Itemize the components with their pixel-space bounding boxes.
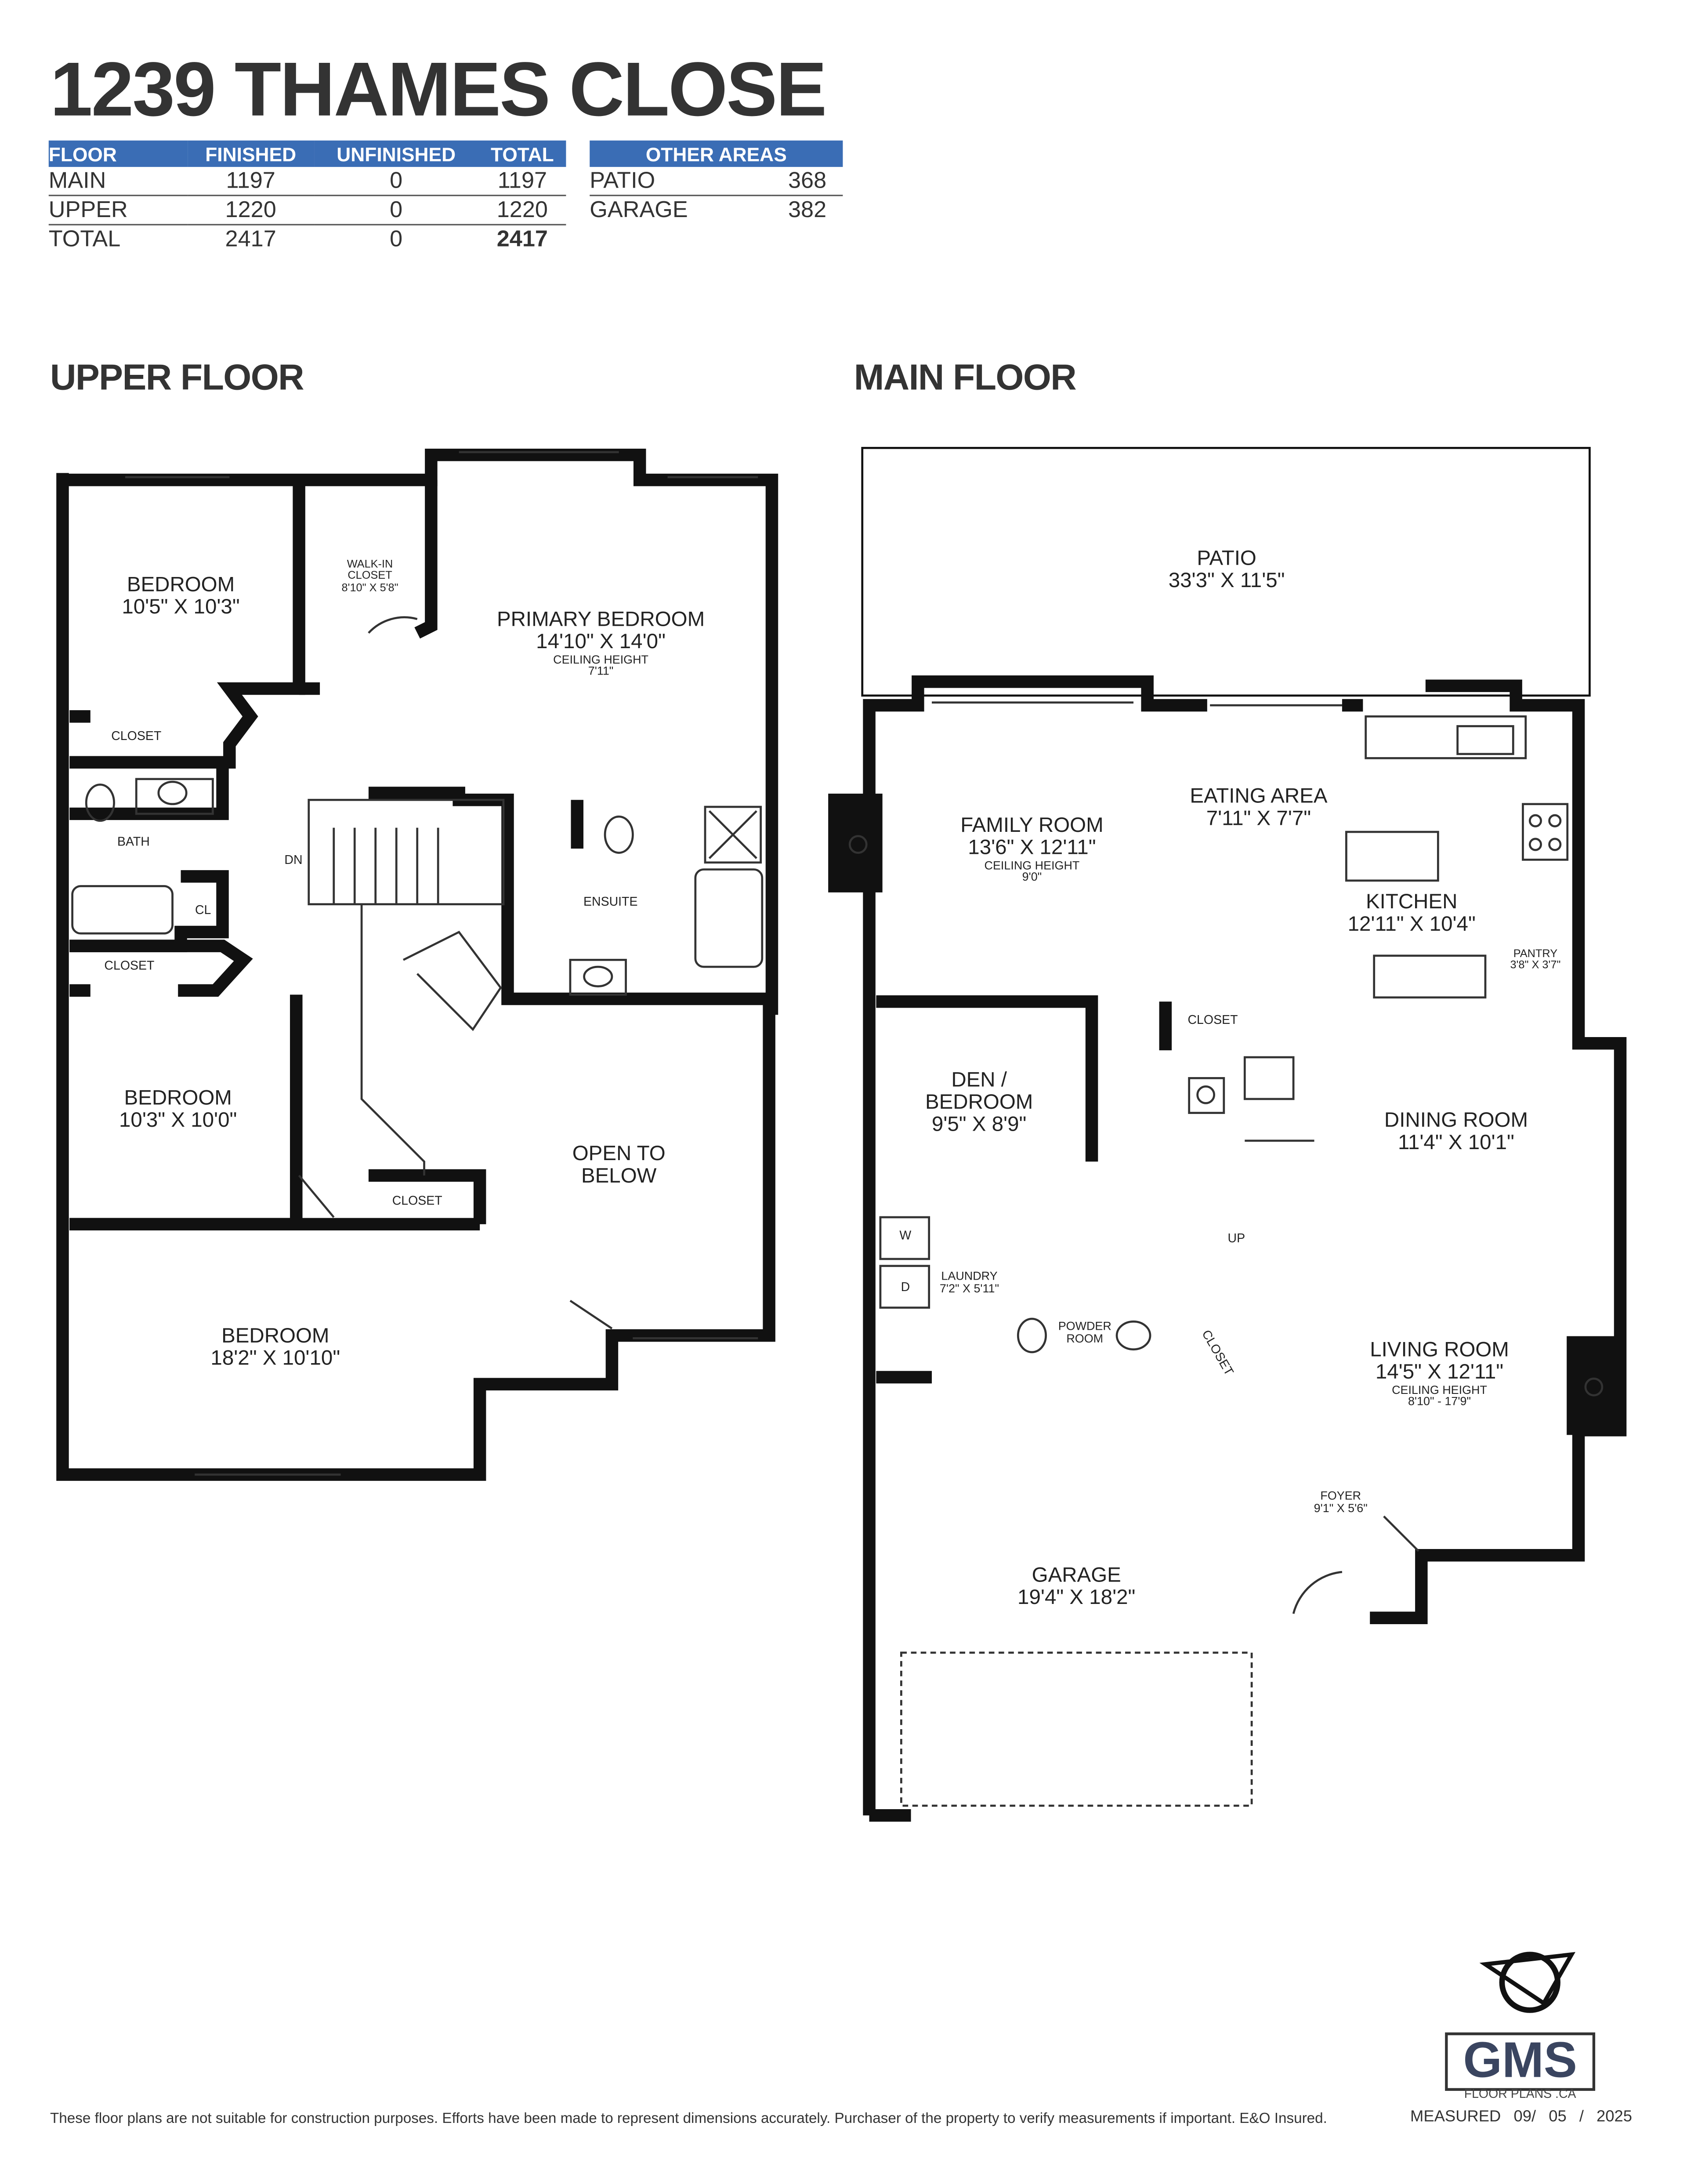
page-title: 1239 THAMES CLOSE [50, 46, 827, 132]
measured-date-value: 09/ 05 / 2025 [1513, 2109, 1633, 2126]
cell: 0 [390, 226, 403, 251]
cell: 0 [314, 195, 479, 225]
logo-subtext: FLOOR PLANS .CA [1464, 2087, 1576, 2101]
cell: 368 [771, 167, 843, 196]
room-label: CLOSET [104, 958, 155, 972]
other-areas-header: OTHER AREAS [590, 140, 843, 167]
gms-logo: GMS FLOOR PLANS .CA [1445, 1952, 1596, 2101]
main-floor-heading: MAIN FLOOR [854, 356, 1077, 398]
room-label: CLOSET [111, 729, 162, 743]
cell: PATIO [590, 167, 772, 196]
room-label: CLOSET [1187, 1012, 1238, 1027]
col-finished: FINISHED [188, 140, 314, 167]
cell: 0 [314, 167, 479, 196]
cell: 2417 [225, 226, 276, 251]
cell: GARAGE [590, 196, 688, 222]
room-label: CL [195, 903, 211, 917]
col-floor: FLOOR [48, 140, 188, 167]
col-total: TOTAL [478, 140, 566, 167]
logo-text: GMS [1463, 2032, 1577, 2088]
table-row: TOTAL 2417 0 2417 [49, 225, 566, 253]
upper-floor-details [71, 451, 764, 1476]
measured-label: MEASURED [1410, 2109, 1501, 2126]
main-floor-walls [828, 446, 1627, 1822]
disclaimer: These floor plans are not suitable for c… [50, 2110, 1327, 2127]
main-floor-details [848, 701, 1604, 1807]
cell: 1197 [478, 167, 566, 196]
cell: UPPER [48, 195, 188, 225]
room-label: DN [284, 853, 303, 867]
upper-floor-heading: UPPER FLOOR [50, 356, 304, 398]
room-label: BATH [117, 834, 150, 849]
washer-label: W [899, 1228, 912, 1242]
col-unfinished: UNFINISHED [314, 140, 479, 167]
dryer-label: D [901, 1280, 910, 1294]
room-label: ENSUITE [583, 894, 638, 909]
room-label: CLOSET [392, 1194, 442, 1208]
room-label: UP [1227, 1231, 1245, 1245]
cell: 1220 [188, 195, 314, 225]
cell: MAIN [48, 167, 188, 196]
cell: 1220 [478, 195, 566, 225]
cell: TOTAL [48, 226, 121, 251]
cell: 1197 [188, 167, 314, 196]
table-row: GARAGE 382 [590, 196, 843, 224]
measured-date: MEASURED 09/ 05 / 2025 [1410, 2109, 1632, 2126]
cell: 2417 [496, 226, 548, 251]
cell: 382 [788, 196, 827, 222]
